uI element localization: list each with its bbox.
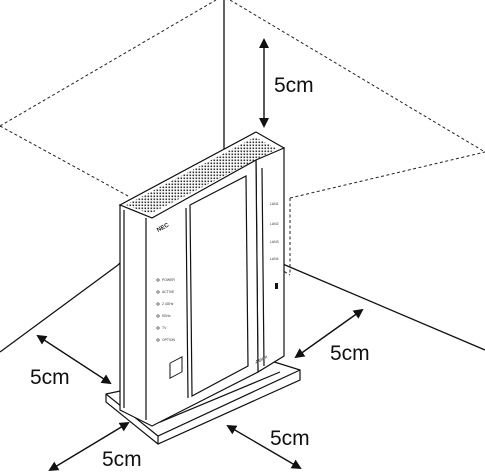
led-label-24ghz: 2.4GHz	[162, 302, 174, 306]
front-right-clearance-arrow	[226, 424, 302, 470]
left-floor-edge	[0, 264, 119, 353]
led-indicators: POWER ACTIVE 2.4GHz 5GHz TV OPTION	[156, 278, 176, 342]
port-label-3: LAN3	[270, 240, 279, 244]
front-left-clearance-arrow	[48, 421, 130, 472]
front-left-clearance-label: 5cm	[102, 448, 142, 471]
port-label-4: LAN4	[270, 257, 279, 261]
led-label-tv: TV	[162, 326, 167, 330]
left-clearance-label: 5cm	[30, 366, 70, 389]
top-clearance-label: 5cm	[274, 74, 314, 97]
front-right-clearance-label: 5cm	[270, 427, 310, 450]
front-panel	[189, 175, 249, 397]
vent-grille	[126, 137, 277, 214]
port-label-2: LAN2	[270, 222, 279, 226]
left-clearance-arrow	[36, 334, 112, 385]
dimension-arrows	[36, 38, 364, 472]
led-label-active: ACTIVE	[162, 290, 175, 294]
nec-logo: NEC	[156, 222, 171, 234]
top-plane-back-right	[229, 0, 485, 153]
top-plane-front-left	[0, 125, 129, 197]
port-label-1: LAN1	[270, 202, 279, 206]
led-label-option: OPTION	[162, 338, 176, 342]
top-plane-front-right	[289, 151, 485, 199]
router: POWER ACTIVE 2.4GHz 5GHz TV OPTION LAN1 …	[118, 131, 286, 427]
led-label-power: POWER	[162, 278, 175, 282]
port-indicators: LAN1 LAN2 LAN3 LAN4	[270, 202, 279, 289]
top-plane-back-left	[0, 0, 217, 127]
led-label-5ghz: 5GHz	[162, 314, 171, 318]
dimension-labels: 5cm 5cm 5cm 5cm 5cm	[30, 74, 370, 471]
setup-button	[169, 356, 183, 379]
right-clearance-arrow	[294, 308, 364, 359]
right-floor-edge	[277, 261, 485, 351]
right-clearance-label: 5cm	[330, 342, 370, 365]
